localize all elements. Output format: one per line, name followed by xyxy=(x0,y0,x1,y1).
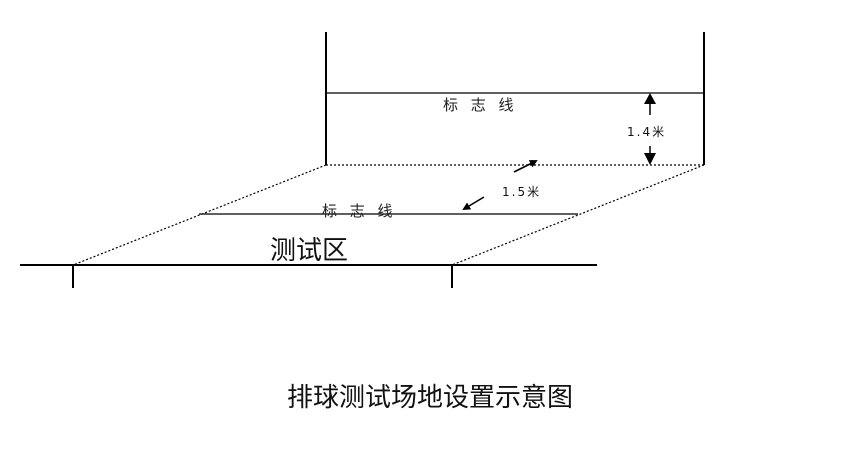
floor-right-edge xyxy=(451,164,705,266)
floor-left-edge xyxy=(72,164,327,266)
wall-mark-label: 标 志 线 xyxy=(443,96,518,114)
floor-mark-label: 标 志 线 xyxy=(322,202,397,220)
depth-arrow-upper-icon xyxy=(513,160,538,173)
height-arrow-up-icon xyxy=(644,93,656,104)
height-arrow-down-icon xyxy=(644,153,656,165)
depth-arrow-lower-icon xyxy=(462,196,485,211)
height-label: 1.4米 xyxy=(627,125,666,139)
diagram-caption: 排球测试场地设置示意图 xyxy=(287,383,573,413)
test-zone-label: 测试区 xyxy=(270,236,348,266)
zone-label-clip xyxy=(262,266,372,280)
depth-label: 1.5米 xyxy=(502,185,541,199)
